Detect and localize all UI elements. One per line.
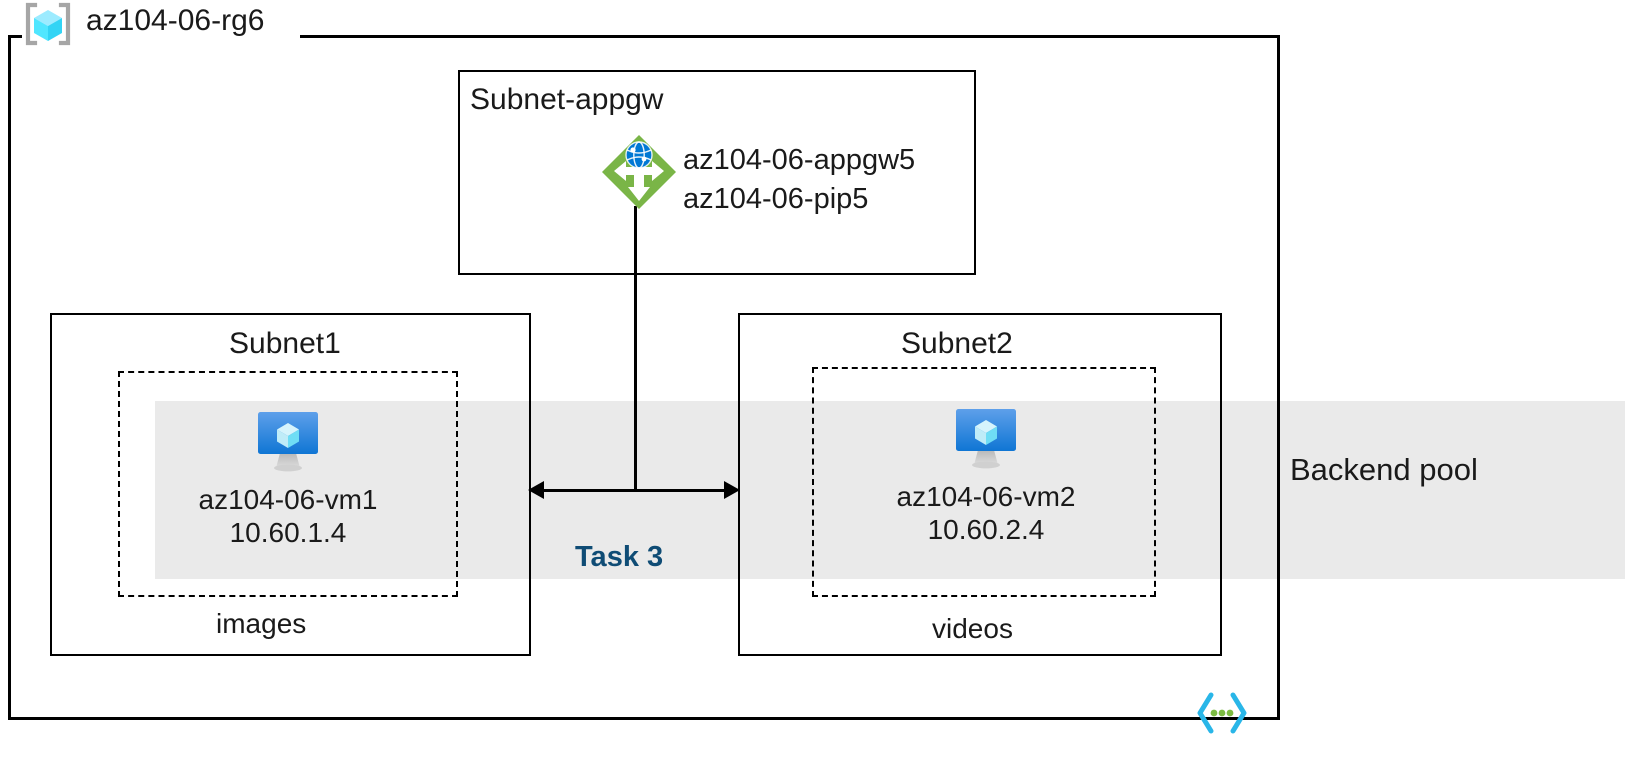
resource-group-border-bottom (8, 717, 1280, 720)
subnet1-dashed-group (118, 371, 458, 597)
vm2-name: az104-06-vm2 (896, 481, 1076, 512)
resource-group-border-right (1277, 35, 1280, 720)
backend-pool-label: Backend pool (1290, 452, 1478, 487)
backend-pool-band (155, 401, 1625, 579)
resource-group-cube-icon (24, 2, 72, 46)
subnet2-title: Subnet2 (901, 327, 1013, 360)
subnet1-title: Subnet1 (229, 327, 341, 360)
subnet-appgw-box (458, 70, 976, 275)
connector-appgw-vertical (634, 206, 637, 491)
subnet2-dashed-group (812, 367, 1156, 597)
application-gateway-labels: az104-06-appgw5 az104-06-pip5 (683, 141, 915, 218)
virtual-machine-icon (248, 405, 328, 475)
subnet2-backend-name: videos (932, 613, 1013, 644)
connector-arrow-right (724, 481, 740, 499)
vm1-name: az104-06-vm1 (198, 484, 378, 515)
subnet1-backend-name: images (216, 608, 307, 639)
connector-subnets-horizontal (536, 489, 735, 492)
connector-arrow-left (528, 481, 544, 499)
vm2-block: az104-06-vm2 10.60.2.4 (866, 402, 1106, 546)
resource-group-border-top-left (8, 35, 22, 38)
appgw-name-label: az104-06-appgw5 (683, 144, 916, 176)
vm2-ip: 10.60.2.4 (927, 514, 1045, 546)
appgw-pip-label: az104-06-pip5 (683, 182, 869, 215)
subnet-appgw-title: Subnet-appgw (470, 83, 664, 116)
virtual-machine-icon (946, 402, 1026, 472)
resource-group-border-top-right (300, 35, 1280, 38)
application-gateway-icon (600, 133, 678, 211)
resource-group-border-left (8, 35, 11, 720)
task-annotation-label: Task 3 (575, 541, 664, 573)
vm1-ip: 10.60.1.4 (229, 517, 347, 549)
code-brackets-icon (1196, 692, 1248, 734)
resource-group-title: az104-06-rg6 (86, 4, 265, 37)
vm1-block: az104-06-vm1 10.60.1.4 (168, 405, 408, 549)
